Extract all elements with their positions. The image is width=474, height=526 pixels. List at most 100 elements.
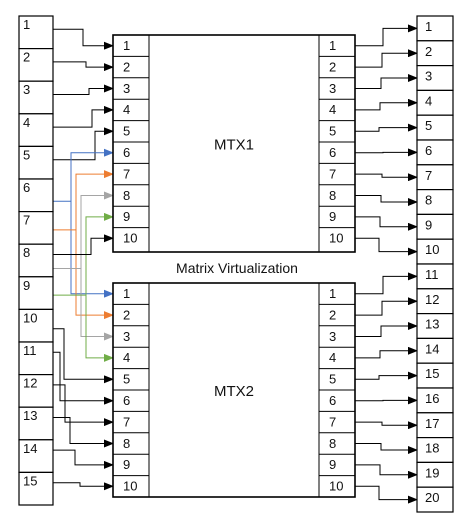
right-port-11	[416, 263, 454, 290]
wire-mtx1-in-1	[53, 28, 114, 50]
right-port-label: 1	[425, 19, 432, 34]
wire-mtx1-out-9	[355, 216, 418, 231]
matrix-input-label: 6	[123, 145, 130, 160]
right-port-1	[416, 15, 454, 42]
left-port-7	[18, 211, 54, 245]
wire-mtx2-in-10	[53, 482, 114, 491]
left-port-label: 12	[23, 376, 37, 391]
left-port-label: 5	[23, 147, 30, 162]
matrix-output-label: 4	[329, 102, 336, 117]
right-port-label: 10	[425, 242, 439, 257]
wire-mtx2-out-5	[355, 371, 418, 380]
matrix-input-label: 6	[123, 393, 130, 408]
matrix-input-label: 10	[123, 231, 137, 246]
right-port-label: 11	[425, 267, 439, 282]
matrix-output-label: 5	[329, 372, 336, 387]
wire-mtx2-out-8	[355, 443, 418, 454]
virtual-route-mtx2-2	[75, 229, 114, 320]
right-port-label: 17	[425, 416, 439, 431]
right-port-3	[416, 64, 454, 91]
matrix-output-label: 10	[329, 231, 343, 246]
right-port-19	[416, 461, 454, 488]
left-port-label: 7	[23, 213, 30, 228]
wire-mtx1-out-1	[355, 24, 418, 47]
matrix-output-label: 1	[329, 286, 336, 301]
wire-mtx1-out-3	[355, 74, 418, 89]
left-port-label: 1	[23, 17, 30, 32]
matrix-input-label: 5	[123, 124, 130, 139]
left-port-label: 6	[23, 180, 30, 195]
wire-mtx2-in-5	[53, 328, 114, 384]
wire-mtx2-out-4	[355, 346, 418, 359]
matrix-output-label: 1	[329, 38, 336, 53]
diagram-boxes: 1234567891011121314151234567891011121314…	[18, 15, 454, 513]
matrix-input-label: 2	[123, 59, 130, 74]
wire-mtx1-in-4	[53, 105, 114, 128]
right-port-label: 4	[425, 93, 432, 108]
wire-mtx2-out-10	[355, 485, 418, 504]
matrix-mtx1	[112, 34, 356, 253]
wire-mtx1-out-8	[355, 195, 418, 206]
left-port-1	[18, 15, 54, 50]
right-port-label: 7	[425, 168, 432, 183]
matrix-name: MTX1	[214, 137, 254, 154]
matrix-output-label: 2	[329, 307, 336, 322]
matrix-output-label: 6	[329, 393, 336, 408]
wire-mtx2-in-6	[53, 351, 114, 405]
matrix-output-label: 10	[329, 479, 343, 494]
right-port-17	[416, 412, 454, 439]
wire-mtx2-out-1	[355, 272, 418, 295]
matrix-input-label: 1	[123, 286, 130, 301]
left-port-label: 8	[23, 245, 30, 260]
left-port-label: 11	[23, 343, 37, 358]
right-port-6	[416, 139, 454, 166]
right-port-8	[416, 189, 454, 216]
left-port-label: 4	[23, 115, 30, 130]
matrix-input-label: 10	[123, 479, 137, 494]
left-port-5	[18, 145, 54, 180]
left-port-13	[18, 406, 54, 441]
right-port-12	[416, 288, 454, 315]
right-port-14	[416, 337, 454, 364]
matrix-output-label: 5	[329, 124, 336, 139]
right-port-label: 5	[425, 118, 432, 133]
matrix-name: MTX2	[214, 383, 254, 400]
right-port-label: 18	[425, 441, 439, 456]
matrix-input-label: 2	[123, 307, 130, 322]
left-port-label: 15	[23, 473, 37, 488]
right-port-label: 8	[425, 193, 432, 208]
matrix-input-label: 4	[123, 350, 130, 365]
right-port-7	[416, 164, 454, 191]
right-port-label: 12	[425, 292, 439, 307]
left-port-label: 2	[23, 50, 30, 65]
matrix-output-label: 3	[329, 329, 336, 344]
virtual-route-mtx2-1	[70, 201, 114, 298]
matrix-input-label: 7	[123, 166, 130, 181]
left-port-15	[18, 471, 54, 506]
matrix-output-label: 2	[329, 59, 336, 74]
matrix-output-label: 7	[329, 414, 336, 429]
connection-lines	[53, 24, 418, 504]
matrix-output-label: 3	[329, 81, 336, 96]
left-port-6	[18, 178, 54, 213]
virtual-route-mtx1-6	[53, 148, 114, 202]
matrix-input-label: 5	[123, 372, 130, 387]
right-port-2	[416, 40, 454, 67]
right-port-label: 3	[425, 69, 432, 84]
wire-mtx2-out-3	[355, 322, 418, 337]
virtual-route-mtx1-8	[53, 191, 114, 269]
matrix-output-label: 6	[329, 145, 336, 160]
matrix-output-label: 7	[329, 166, 336, 181]
wire-mtx1-in-10	[53, 234, 114, 255]
virtualization-label: Matrix Virtualization	[176, 260, 298, 276]
wire-mtx1-out-7	[355, 173, 418, 182]
matrix-output-label: 8	[329, 188, 336, 203]
wire-mtx1-out-10	[355, 237, 418, 256]
matrix-output-label: 9	[329, 209, 336, 224]
left-port-9	[18, 276, 54, 310]
virtual-route-mtx2-4	[85, 295, 114, 362]
right-port-label: 20	[425, 490, 439, 505]
matrix-input-label: 3	[123, 81, 130, 96]
right-port-label: 19	[425, 465, 439, 480]
